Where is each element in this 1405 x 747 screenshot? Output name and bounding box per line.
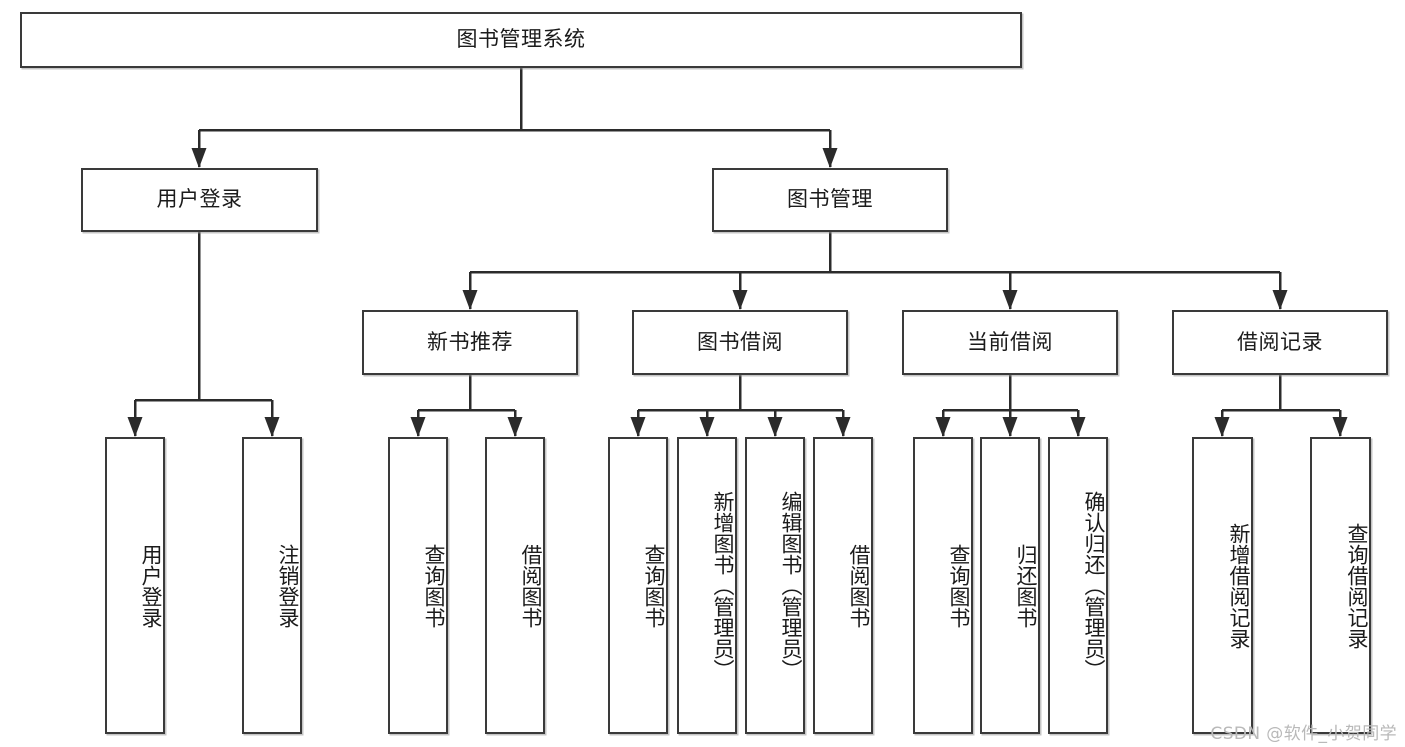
- node-leaf-edit-book-admin-label: 编辑图书（管理员）: [779, 491, 803, 680]
- node-new-book-recommend-label: 新书推荐: [427, 329, 513, 354]
- connector-arrowhead: [264, 417, 280, 437]
- node-root-system[interactable]: 图书管理系统: [20, 12, 1022, 68]
- connector-arrowhead: [507, 417, 523, 437]
- node-leaf-user-login-label: 用户登录: [139, 543, 163, 628]
- node-user-login[interactable]: 用户登录: [81, 168, 318, 232]
- connector-arrowhead: [732, 290, 748, 310]
- node-leaf-borrow-book-1-label: 借阅图书: [519, 543, 543, 628]
- connector-arrowhead: [1002, 417, 1018, 437]
- node-leaf-return-book[interactable]: 归还图书: [980, 437, 1040, 734]
- connector-arrowhead: [410, 417, 426, 437]
- node-leaf-borrow-book-2-label: 借阅图书: [847, 543, 871, 628]
- node-leaf-add-borrow-record[interactable]: 新增借阅记录: [1192, 437, 1253, 734]
- node-leaf-return-book-label: 归还图书: [1014, 543, 1038, 628]
- node-leaf-confirm-return-admin[interactable]: 确认归还（管理员）: [1048, 437, 1108, 734]
- node-leaf-confirm-return-admin-label: 确认归还（管理员）: [1082, 491, 1106, 680]
- node-leaf-query-book-1-label: 查询图书: [422, 543, 446, 628]
- node-book-manage-label: 图书管理: [787, 187, 873, 212]
- node-current-borrow-label: 当前借阅: [967, 329, 1053, 354]
- node-leaf-borrow-book-1[interactable]: 借阅图书: [485, 437, 545, 734]
- node-leaf-query-borrow-record-label: 查询借阅记录: [1345, 522, 1369, 649]
- node-book-borrow-label: 图书借阅: [697, 329, 783, 354]
- node-leaf-add-borrow-record-label: 新增借阅记录: [1227, 522, 1251, 649]
- connector-arrowhead: [1070, 417, 1086, 437]
- node-leaf-query-book-2-label: 查询图书: [642, 543, 666, 628]
- node-leaf-add-book-admin[interactable]: 新增图书（管理员）: [677, 437, 737, 734]
- connector-arrowhead: [699, 417, 715, 437]
- node-book-borrow[interactable]: 图书借阅: [632, 310, 848, 375]
- node-leaf-query-book-1[interactable]: 查询图书: [388, 437, 448, 734]
- node-leaf-query-borrow-record[interactable]: 查询借阅记录: [1310, 437, 1371, 734]
- node-borrow-record-label: 借阅记录: [1237, 329, 1323, 354]
- node-book-manage[interactable]: 图书管理: [712, 168, 948, 232]
- node-leaf-edit-book-admin[interactable]: 编辑图书（管理员）: [745, 437, 805, 734]
- connector-arrowhead: [191, 148, 207, 168]
- connector-arrowhead: [1332, 417, 1348, 437]
- connector-arrowhead: [822, 148, 838, 168]
- node-leaf-logout-login[interactable]: 注销登录: [242, 437, 302, 734]
- node-leaf-query-book-2[interactable]: 查询图书: [608, 437, 668, 734]
- connector-arrowhead: [935, 417, 951, 437]
- connector-arrowhead: [462, 290, 478, 310]
- node-leaf-query-book-3-label: 查询图书: [947, 543, 971, 628]
- node-user-login-label: 用户登录: [156, 187, 243, 212]
- connector-arrowhead: [1002, 290, 1018, 310]
- connector-arrowhead: [630, 417, 646, 437]
- node-new-book-recommend[interactable]: 新书推荐: [362, 310, 578, 375]
- connector-arrowhead: [1272, 290, 1288, 310]
- connector-arrowhead: [767, 417, 783, 437]
- node-current-borrow[interactable]: 当前借阅: [902, 310, 1118, 375]
- connector-arrowhead: [1214, 417, 1230, 437]
- node-leaf-query-book-3[interactable]: 查询图书: [913, 437, 973, 734]
- node-root-system-label: 图书管理系统: [456, 27, 586, 52]
- connector-arrowhead: [835, 417, 851, 437]
- node-leaf-borrow-book-2[interactable]: 借阅图书: [813, 437, 873, 734]
- node-leaf-logout-login-label: 注销登录: [276, 543, 300, 628]
- node-borrow-record[interactable]: 借阅记录: [1172, 310, 1388, 375]
- node-leaf-user-login[interactable]: 用户登录: [105, 437, 165, 734]
- connector-arrowhead: [127, 417, 143, 437]
- node-leaf-add-book-admin-label: 新增图书（管理员）: [711, 491, 735, 680]
